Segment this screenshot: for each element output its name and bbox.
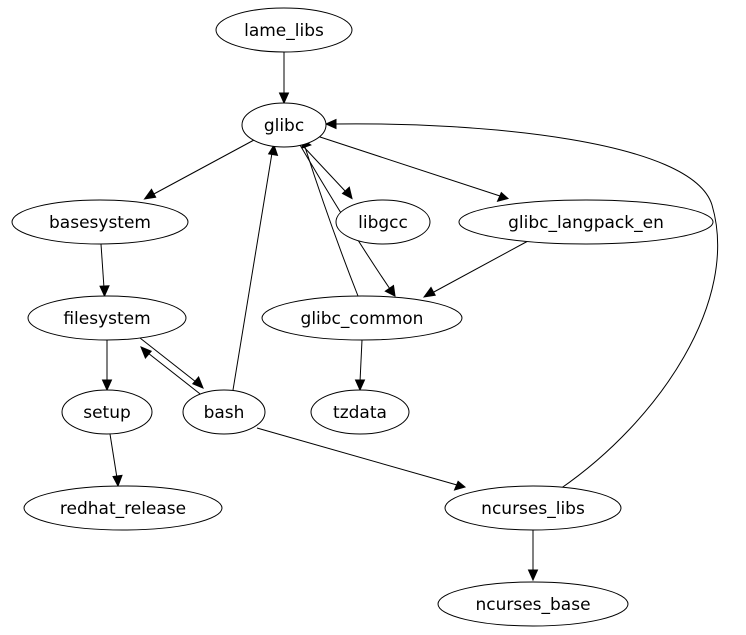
node-setup[interactable]: setup xyxy=(61,389,153,435)
node-ellipse-glibc_langpack_en[interactable] xyxy=(458,199,714,245)
edge-line xyxy=(139,337,197,383)
node-glibc_common[interactable]: glibc_common xyxy=(261,295,463,341)
edge-line xyxy=(431,240,529,294)
arrowhead-icon xyxy=(267,143,279,157)
node-ellipse-glibc[interactable] xyxy=(241,102,327,148)
node-lame_libs[interactable]: lame_libs xyxy=(215,7,353,53)
arrowhead-icon xyxy=(191,376,204,389)
node-ncurses_libs[interactable]: ncurses_libs xyxy=(444,485,622,531)
node-bash[interactable]: bash xyxy=(182,389,266,435)
edge-bash-to-ncurses_libs xyxy=(256,427,467,491)
edge-glibc_langpack_en-to-glibc_common xyxy=(422,240,529,298)
edge-ncurses_libs-to-glibc xyxy=(324,118,719,490)
node-ellipse-filesystem[interactable] xyxy=(27,295,187,341)
node-glibc[interactable]: glibc xyxy=(241,102,327,148)
edge-line xyxy=(301,144,347,193)
node-ellipse-lame_libs[interactable] xyxy=(215,7,353,53)
arrowhead-icon xyxy=(354,379,366,392)
node-basesystem[interactable]: basesystem xyxy=(11,199,189,245)
edge-setup-to-redhat_release xyxy=(109,433,123,488)
node-ellipse-bash[interactable] xyxy=(182,389,266,435)
arrowhead-icon xyxy=(101,379,113,392)
edge-filesystem-to-bash xyxy=(139,337,204,389)
arrowhead-icon xyxy=(384,284,396,297)
edge-glibc-to-basesystem xyxy=(143,139,255,200)
arrowhead-icon xyxy=(99,285,110,298)
arrowhead-icon xyxy=(496,191,510,202)
edge-line xyxy=(147,352,205,398)
edge-bash-to-glibc xyxy=(232,143,279,391)
node-redhat_release[interactable]: redhat_release xyxy=(23,485,223,531)
edge-line xyxy=(359,339,363,383)
arrowhead-icon xyxy=(143,188,157,200)
arrowhead-icon xyxy=(112,474,123,488)
arrowhead-icon xyxy=(422,286,436,298)
node-ellipse-tzdata[interactable] xyxy=(310,389,410,435)
edge-line xyxy=(100,243,105,289)
arrowhead-icon xyxy=(341,186,353,200)
edge-glibc_common-to-tzdata xyxy=(354,339,366,392)
edge-line xyxy=(151,139,255,196)
node-ellipse-glibc_common[interactable] xyxy=(261,295,463,341)
node-ellipse-ncurses_base[interactable] xyxy=(437,581,629,627)
edge-glibc-to-libgcc xyxy=(301,144,353,200)
edge-line xyxy=(333,123,719,490)
arrowhead-icon xyxy=(453,480,467,491)
edge-glibc-to-glibc_langpack_en xyxy=(316,135,510,202)
node-tzdata[interactable]: tzdata xyxy=(310,389,410,435)
edge-line xyxy=(232,152,273,391)
node-ellipse-setup[interactable] xyxy=(61,389,153,435)
edge-line xyxy=(316,135,501,197)
node-ellipse-redhat_release[interactable] xyxy=(23,485,223,531)
arrowhead-icon xyxy=(527,569,539,582)
node-filesystem[interactable]: filesystem xyxy=(27,295,187,341)
edge-ncurses_libs-to-ncurses_base xyxy=(527,530,539,582)
edge-line xyxy=(256,427,458,486)
node-ellipse-libgcc[interactable] xyxy=(335,199,431,245)
node-libgcc[interactable]: libgcc xyxy=(335,199,431,245)
arrowhead-icon xyxy=(324,118,337,130)
node-glibc_langpack_en[interactable]: glibc_langpack_en xyxy=(458,199,714,245)
edge-bash-to-filesystem xyxy=(140,346,205,398)
edge-basesystem-to-filesystem xyxy=(99,243,110,298)
node-ncurses_base[interactable]: ncurses_base xyxy=(437,581,629,627)
edge-lame_libs-to-glibc xyxy=(278,52,290,105)
node-ellipse-ncurses_libs[interactable] xyxy=(444,485,622,531)
edge-filesystem-to-setup xyxy=(101,340,113,392)
arrowhead-icon xyxy=(140,346,153,359)
edge-line xyxy=(304,146,359,297)
edge-line xyxy=(109,433,118,479)
node-ellipse-basesystem[interactable] xyxy=(11,199,189,245)
arrowhead-icon xyxy=(278,92,290,105)
